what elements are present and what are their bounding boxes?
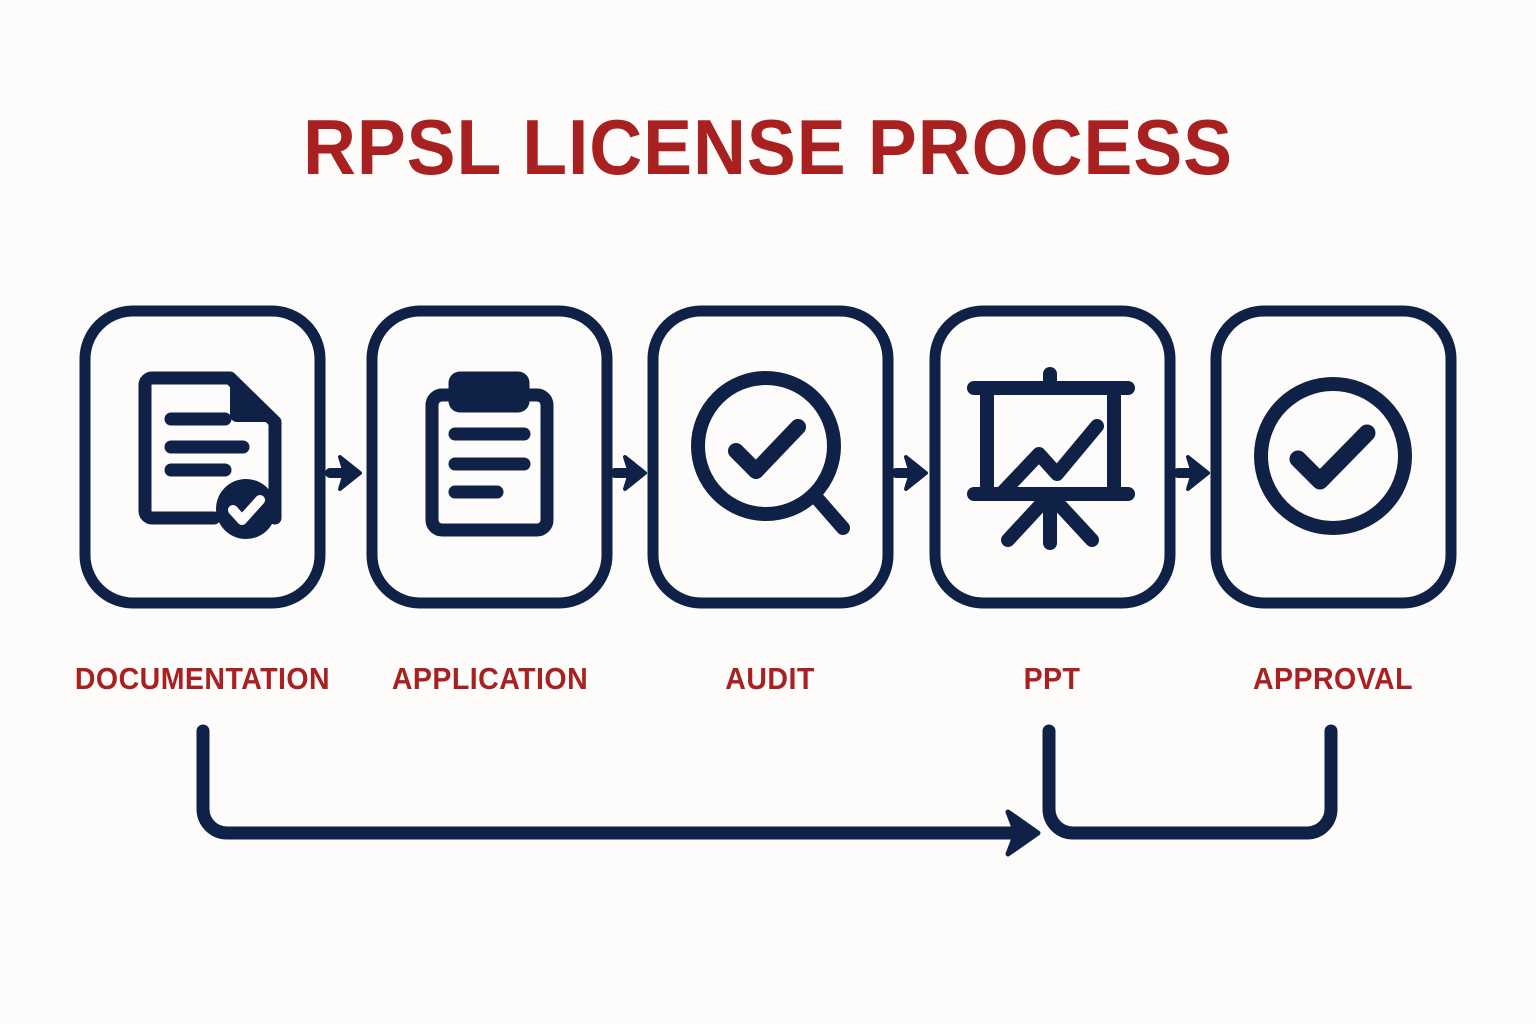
clipboard-icon [425,371,554,537]
feedback-arrow-icon [196,724,1041,857]
page-title: RPSL LICENSE PROCESS [302,103,1234,191]
card-outline-application [366,305,613,609]
stage-label-application: APPLICATION [391,661,589,696]
stage-label-documentation: DOCUMENTATION [74,661,331,696]
process-step-card-ppt[interactable] [929,305,1176,609]
process-step-card-application[interactable] [366,305,613,609]
card-outline-audit [647,305,894,609]
card-outline-approval [1210,305,1457,609]
process-step-card-documentation[interactable] [79,305,326,609]
arrow-right-icon-4 [1173,455,1210,491]
document-check-icon [138,371,282,539]
process-step-card-audit[interactable] [647,305,894,609]
presentation-chart-icon [967,367,1135,550]
magnifier-check-icon [691,371,850,535]
arrow-right-icon-3 [891,455,928,491]
feedback-loop-icon [1042,724,1338,840]
stage-label-ppt: PPT [1023,661,1081,696]
process-step-card-approval[interactable] [1210,305,1457,609]
stage-label-audit: AUDIT [725,661,815,696]
arrow-right-icon-1 [325,455,362,491]
arrow-right-icon-2 [610,455,647,491]
card-outline-ppt [929,305,1176,609]
card-outline-documentation [79,305,326,609]
check-circle-icon [1254,377,1412,535]
stage-label-approval: APPROVAL [1252,661,1414,696]
